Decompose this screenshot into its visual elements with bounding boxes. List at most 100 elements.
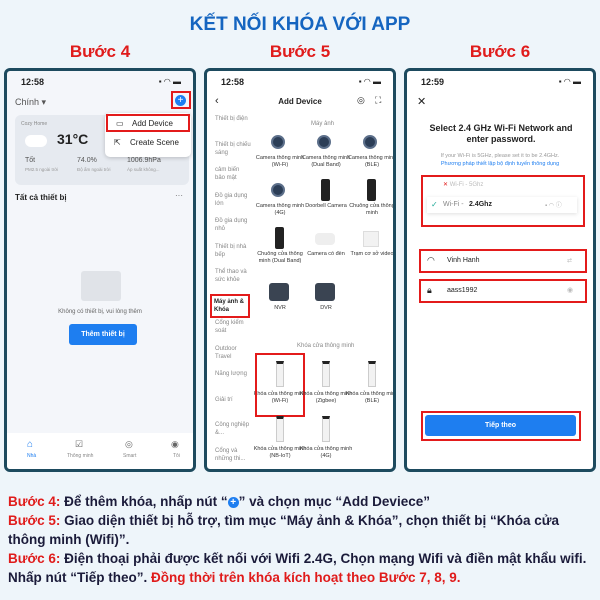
device-item[interactable]: Camera thông minh (Dual Band)	[301, 155, 351, 168]
instruction-step-4: Bước 4: Để thêm khóa, nhấp nút “+” và ch…	[8, 494, 430, 509]
smart-lock-icon	[368, 361, 376, 387]
camera-icon	[271, 135, 285, 149]
ssid-value: Vinh Hanh	[447, 257, 480, 264]
empty-box-icon	[81, 271, 121, 301]
step-5-label: Bước 5	[269, 42, 331, 61]
device-item[interactable]: Camera thông minh (Wi-Fi)	[255, 155, 305, 168]
category-item[interactable]: Cổng và những thi...	[215, 447, 246, 462]
close-icon[interactable]: ✕	[417, 96, 427, 108]
next-highlight: Tiếp theo	[421, 411, 581, 441]
add-device-button[interactable]: Thêm thiết bị	[69, 324, 137, 345]
smart-icon[interactable]: ◎	[125, 439, 133, 449]
device-item[interactable]: Chuông cửa thông minh	[349, 203, 395, 216]
wifi-icon: ◠	[427, 255, 435, 265]
lock-device-item[interactable]: Khóa cửa thông minh (Zigbee)	[299, 391, 353, 404]
doorbell-icon	[275, 227, 284, 249]
category-item[interactable]: Máy ảnh & Khóa	[210, 293, 250, 318]
category-item[interactable]: Thiết bị nhà bếp	[215, 243, 247, 258]
device-item[interactable]: Trạm cơ sở video	[350, 251, 394, 257]
wifi-band: 2.4Ghz	[469, 201, 492, 208]
home-selector[interactable]: Chính ▾	[15, 97, 47, 107]
home-name: Cozy Home	[21, 121, 48, 127]
wifi-list-highlight: ✕ Wi-Fi - 5Ghz ✓ Wi-Fi - 2.4Ghz ▪ ◠ ⓘ	[421, 175, 585, 227]
category-item[interactable]: Cổng kiểm soát	[215, 320, 244, 334]
menu-add-device[interactable]: ▭Add Device	[106, 114, 190, 132]
menu-create-scene[interactable]: ⇱Create Scene	[106, 135, 190, 153]
switch-network-icon[interactable]: ⇄	[567, 258, 573, 264]
lock-wifi-info-icons: ▪ ◠ ⓘ	[545, 203, 562, 209]
tab-home[interactable]: Nhà	[27, 453, 37, 459]
stat-value: 74.0%	[77, 157, 97, 164]
device-item[interactable]: Camera có đèn	[307, 251, 345, 257]
smart-lock-icon	[322, 416, 330, 442]
lock-device-item[interactable]: Khóa cửa thông minh (4G)	[299, 446, 353, 459]
plus-icon: +	[227, 497, 239, 508]
profile-icon[interactable]: ◉	[171, 439, 179, 449]
category-item[interactable]: Công nghiệp &...	[215, 422, 250, 436]
temperature: 31°C	[57, 131, 89, 147]
password-field[interactable]: 🔒︎ aass1992 ◉	[419, 279, 587, 303]
plus-icon[interactable]: +	[175, 95, 186, 106]
status-time: 12:59	[421, 77, 445, 87]
device-item[interactable]: DVR	[320, 305, 332, 311]
category-item[interactable]: Giải trí	[215, 396, 233, 403]
router-guide-link[interactable]: Phương pháp thiết lập bộ định tuyến thôn…	[440, 161, 560, 167]
next-button[interactable]: Tiếp theo	[425, 415, 576, 436]
category-item[interactable]: Thiết bị điện	[215, 116, 248, 122]
status-time: 12:58	[221, 77, 245, 87]
doorbell-icon	[321, 179, 330, 201]
scan-icon[interactable]: ⛶	[375, 95, 382, 105]
status-icons: ▪ ◠ ▬	[558, 77, 581, 86]
section-smart-lock: Khóa cửa thông minh	[297, 343, 355, 349]
password-value: aass1992	[447, 287, 478, 294]
wifi-prefix: Wi-Fi -	[443, 201, 464, 208]
all-devices-heading: Tất cả thiết bị	[15, 193, 67, 202]
camera-icon	[317, 135, 331, 149]
add-highlight: +	[171, 91, 191, 109]
bottom-tab-bar: ⌂ Nhà ☑ Thông minh ◎ Smart ◉ Tôi	[7, 433, 193, 469]
device-item[interactable]: Camera thông minh (BLE)	[347, 155, 396, 168]
home-tab-icon[interactable]: ⌂	[27, 439, 34, 450]
smart-check-icon[interactable]: ☑	[75, 439, 84, 449]
category-item[interactable]: Đồ gia dụng lớn	[215, 192, 248, 207]
stat-label: Độ ẩm ngoài trời	[77, 167, 111, 172]
category-item[interactable]: Thể thao và sức khỏe	[215, 269, 247, 283]
device-item[interactable]: Camera thông minh (4G)	[255, 203, 305, 216]
wifi-5ghz-option[interactable]: ✕ Wi-Fi - 5Ghz	[443, 182, 484, 188]
wifi-lock-highlight	[255, 353, 305, 417]
status-icons: ▪ ◠ ▬	[358, 77, 381, 86]
device-item[interactable]: NVR	[274, 305, 286, 311]
wifi-hint: If your Wi-Fi is 5GHz, please set it to …	[440, 153, 560, 159]
wifi-24ghz-option[interactable]: ✓ Wi-Fi - 2.4Ghz ▪ ◠ ⓘ	[427, 197, 577, 213]
status-icons: ▪ ◠ ▬	[158, 77, 181, 86]
tab-me[interactable]: Tôi	[173, 453, 180, 459]
back-icon[interactable]: ‹	[215, 95, 219, 107]
category-item[interactable]: Outdoor Travel	[215, 345, 237, 360]
category-item[interactable]: Năng lượng	[215, 371, 247, 377]
lock-device-item[interactable]: Khóa cửa thông minh (Wi-Fi)	[253, 391, 307, 404]
device-item[interactable]: Chuông cửa thông minh (Dual Band)	[257, 251, 303, 264]
lock-device-item[interactable]: Khóa cửa thông minh (NB-IoT)	[253, 446, 307, 459]
cloud-icon	[25, 135, 47, 147]
screen-title: Add Device	[278, 97, 322, 106]
fingerprint-icon[interactable]: ◎	[357, 95, 365, 105]
scene-icon: ⇱	[114, 138, 121, 147]
camera-icon	[363, 135, 377, 149]
category-item[interactable]: cảm biến bảo mật	[215, 167, 240, 181]
lock-icon: 🔒︎	[427, 285, 432, 295]
eye-icon[interactable]: ◉	[567, 287, 574, 294]
category-item[interactable]: Đồ gia dụng nhỏ	[215, 218, 248, 232]
category-item[interactable]: Thiết bị chiếu sáng	[215, 141, 251, 156]
device-item[interactable]: Doorbell Camera	[305, 203, 347, 209]
ssid-field[interactable]: ◠ Vinh Hanh ⇄	[419, 249, 587, 273]
tab-smart[interactable]: Smart	[123, 453, 137, 459]
more-icon[interactable]: ···	[175, 191, 183, 200]
check-icon: ✓	[431, 200, 438, 209]
section-camera: Máy ảnh	[311, 121, 335, 127]
smart-lock-icon	[322, 361, 330, 387]
wifi-heading: Select 2.4 GHz Wi-Fi Network and enter p…	[429, 123, 573, 144]
tab-automation[interactable]: Thông minh	[67, 453, 94, 459]
base-station-icon	[363, 231, 379, 247]
instruction-step-5: Bước 5: Giao diện thiết bị hỗ trợ, tìm m…	[8, 513, 560, 547]
lock-device-item[interactable]: Khóa cửa thông minh (BLE)	[345, 391, 396, 404]
